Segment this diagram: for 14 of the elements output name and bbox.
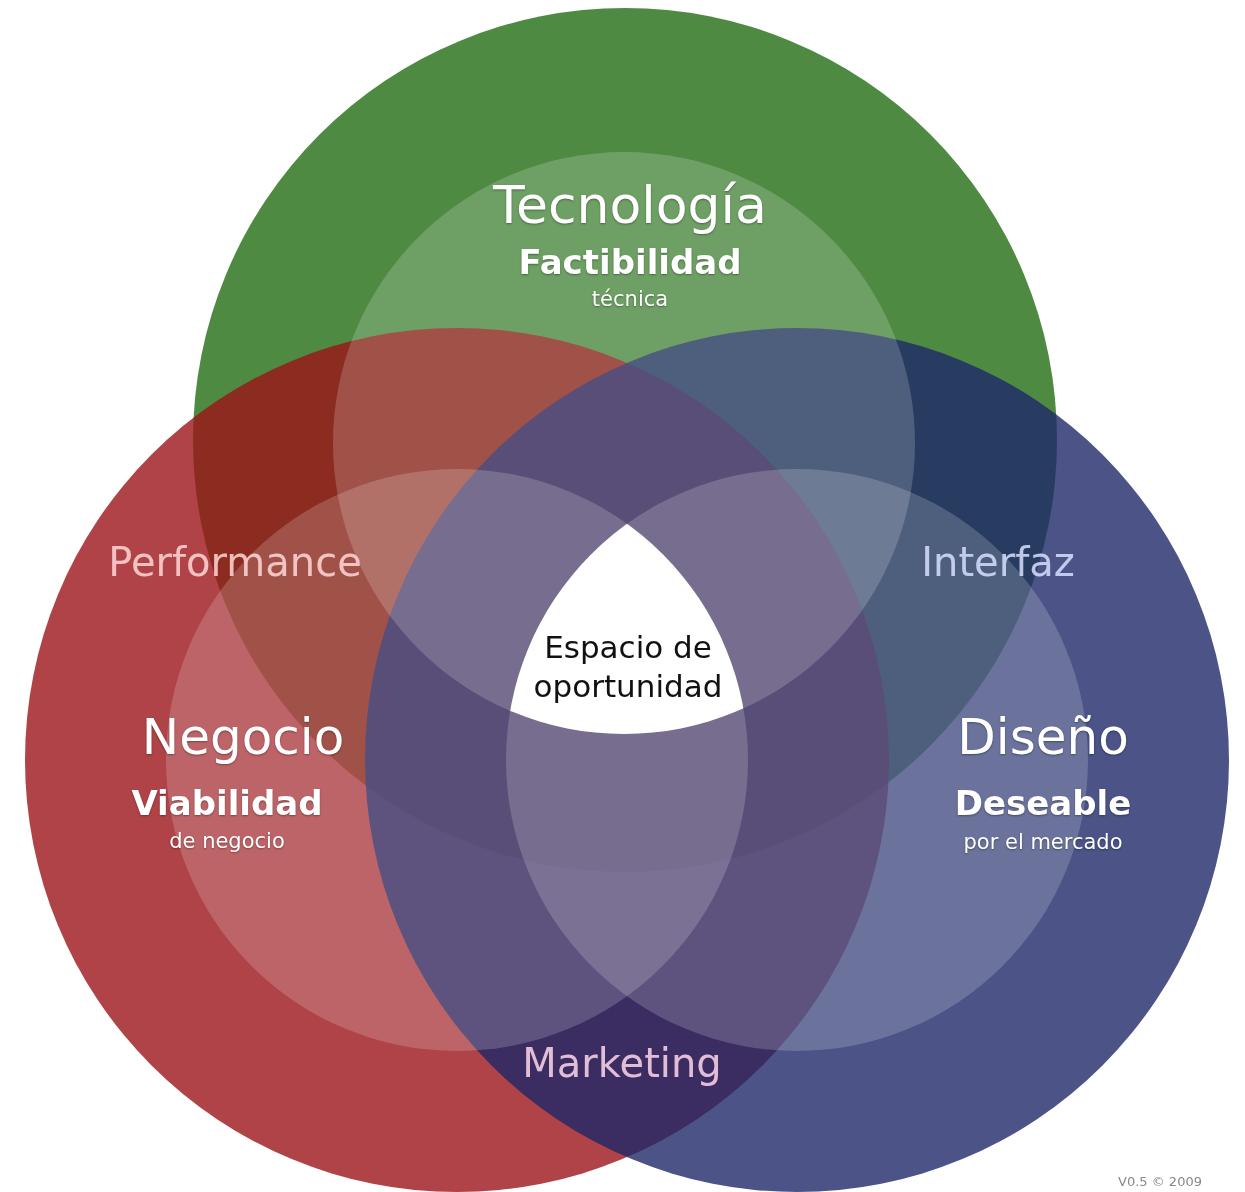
circle-subheading: Viabilidad bbox=[131, 783, 323, 823]
version-note: V0.5 © 2009 bbox=[1118, 1173, 1202, 1189]
circle-heading: Tecnología bbox=[493, 175, 767, 235]
center-label: Espacio de oportunidad bbox=[532, 628, 724, 706]
circle-subheading: Deseable bbox=[954, 783, 1132, 823]
circle-caption: de negocio bbox=[169, 829, 285, 853]
circle-heading: Negocio bbox=[141, 708, 345, 766]
circle-caption: técnica bbox=[591, 287, 669, 311]
circle-subheading: Factibilidad bbox=[518, 242, 742, 282]
circle-heading: Diseño bbox=[957, 708, 1129, 766]
overlap-label: Interfaz bbox=[921, 539, 1075, 585]
overlap-label: Performance bbox=[108, 539, 362, 585]
circle-caption: por el mercado bbox=[963, 830, 1123, 854]
overlap-label: Marketing bbox=[522, 1040, 722, 1086]
